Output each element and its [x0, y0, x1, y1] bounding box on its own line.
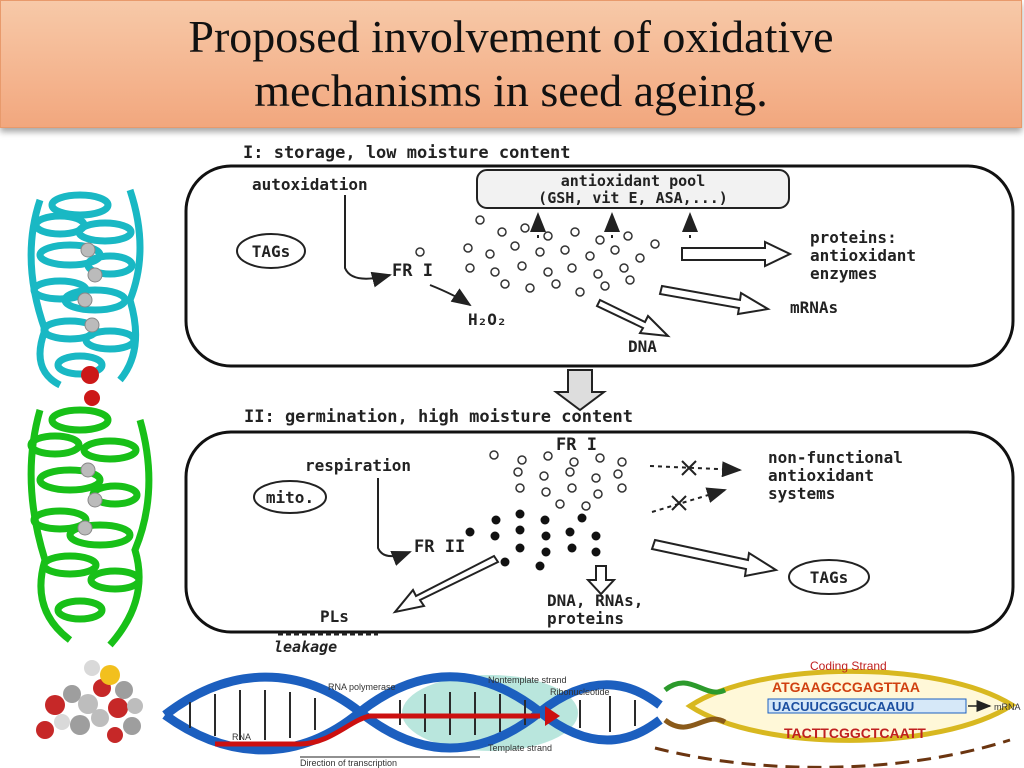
panel1-frame — [184, 164, 1015, 368]
pool-dashed-arrows — [530, 212, 698, 238]
fr1-to-h2o2-arrow — [429, 284, 472, 307]
direction-of-transcription-label: Direction of transcription — [300, 758, 397, 768]
hollow-arrows-panel2 — [392, 538, 779, 614]
block-x-marks — [671, 460, 697, 511]
coding-bottom-sequence: TACTTCGGCTCAATT — [784, 725, 926, 741]
mito-oval — [253, 480, 327, 514]
slide-title-line-2: mechanisms in seed ageing. — [254, 65, 768, 116]
panel2-dna-line1: DNA, RNAs, — [547, 591, 643, 610]
protein-structure-image — [27, 188, 153, 648]
panel2-fr2-label: FR II — [414, 537, 465, 557]
panel1-proteins-line2: antioxidant — [810, 246, 916, 265]
transcription-diagram — [162, 672, 663, 758]
fr1-circles-panel1 — [415, 215, 660, 297]
antioxidant-pool-box — [476, 169, 790, 209]
panel2-fr1-label: FR I — [556, 435, 597, 455]
panel2-heading: II: germination, high moisture content — [244, 407, 633, 427]
antioxidant-pool-line1: antioxidant pool — [561, 172, 706, 190]
panel2-respiration-label: respiration — [305, 456, 411, 475]
rna-label: RNA — [232, 732, 251, 742]
panel-transition-arrow — [553, 369, 607, 412]
panel1-proteins-line1: proteins: — [810, 228, 897, 247]
panel2-tags-label: TAGs — [810, 568, 849, 587]
panel1-proteins-line3: enzymes — [810, 264, 877, 283]
coding-strand-diagram — [654, 668, 1017, 768]
blocked-dashed-arrows — [649, 461, 742, 513]
coding-strand-title: Coding Strand — [810, 659, 887, 673]
panel1-tags-label: TAGs — [252, 242, 291, 261]
panel1-autoxidation-label: autoxidation — [252, 175, 368, 194]
panel1-dna-label: DNA — [628, 337, 657, 356]
fr2-dots-panel2 — [465, 509, 601, 571]
panel2-pls-label: PLs — [320, 607, 349, 626]
coding-top-sequence: ATGAAGCCGAGTTAA — [772, 679, 920, 695]
slide-title-bar: Proposed involvement of oxidative mechan… — [0, 0, 1022, 128]
nontemplate-strand-label: Nontemplate strand — [488, 675, 567, 685]
panel1-h2o2-label: H₂O₂ — [468, 310, 507, 329]
ribonucleotide-label: Ribonucleotide — [550, 687, 610, 697]
panel2-frame — [184, 430, 1015, 634]
template-strand-label: Template strand — [488, 743, 552, 753]
panel1-heading: I: storage, low moisture content — [243, 143, 571, 163]
panel2-nonfunc-line2: antioxidant — [768, 466, 874, 485]
panel2-nonfunc-line1: non-functional — [768, 448, 903, 467]
slide-title-line-1: Proposed involvement of oxidative — [188, 11, 834, 62]
fr1-circles-panel2 — [489, 450, 627, 511]
panel2-mito-label: mito. — [266, 488, 314, 507]
tags-oval — [236, 233, 306, 269]
mrna-sequence: UACUUCGGCUCAAUU — [772, 699, 914, 714]
autoxidation-arrow — [344, 195, 392, 288]
panel1-mrnas-label: mRNAs — [790, 298, 838, 317]
panel2-tags-oval — [788, 559, 870, 595]
rna-polymerase-label: RNA polymerase — [328, 682, 396, 692]
molecule-image — [36, 660, 143, 743]
mrna-label: mRNA — [994, 702, 1021, 712]
panel2-leakage-label: leakage — [274, 638, 337, 656]
panel2-nonfunc-line3: systems — [768, 484, 835, 503]
hollow-arrows-panel1 — [595, 240, 793, 338]
panel2-dna-line2: proteins — [547, 609, 624, 628]
panel1-fr1-label: FR I — [392, 261, 433, 281]
antioxidant-pool-line2: (GSH, vit E, ASA,...) — [538, 189, 728, 207]
respiration-arrow — [377, 478, 412, 566]
